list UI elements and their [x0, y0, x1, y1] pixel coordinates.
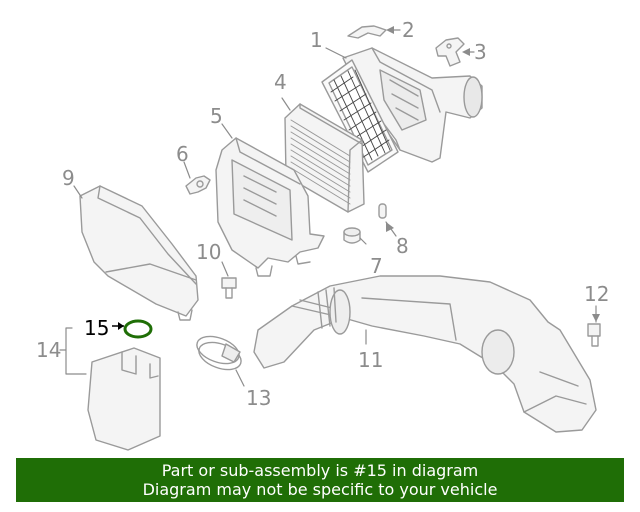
callout-4: 4 [274, 70, 287, 94]
callout-11: 11 [358, 348, 384, 372]
leader-lines [59, 29, 597, 387]
part-6-valve [185, 175, 211, 195]
part-3-sensor [435, 37, 465, 67]
part-7-grommet [343, 227, 361, 244]
part-12-bolt [587, 323, 601, 347]
part-2-clip [347, 25, 387, 39]
callout-3: 3 [474, 40, 487, 64]
callout-9: 9 [62, 166, 75, 190]
part-4-air-filter [284, 103, 365, 213]
callout-15: 15 [84, 316, 110, 340]
callout-5: 5 [210, 104, 223, 128]
leader-arrowheads [386, 26, 600, 322]
part-info-banner: Part or sub-assembly is #15 in diagram D… [16, 458, 624, 502]
part-13-hose-clamp [196, 335, 242, 371]
part-9-intake-duct [79, 185, 199, 321]
callout-14: 14 [36, 338, 62, 362]
parts-diagram [59, 25, 601, 451]
banner-line-1: Part or sub-assembly is #15 in diagram [161, 461, 479, 480]
callout-6: 6 [176, 142, 189, 166]
callout-2: 2 [402, 18, 415, 42]
banner-line-2: Diagram may not be specific to your vehi… [142, 480, 498, 499]
callout-13: 13 [246, 386, 272, 410]
part-14-resonator [87, 347, 161, 451]
callout-12: 12 [584, 282, 610, 306]
part-1-air-cleaner-case [342, 47, 483, 163]
callout-7: 7 [370, 254, 383, 278]
part-15-clamp-ring [112, 319, 153, 339]
callout-1: 1 [310, 28, 323, 52]
part-10-bolt [221, 277, 237, 299]
part-11-intake-hose [253, 275, 597, 433]
callout-10: 10 [196, 240, 222, 264]
part-5-lower-case [215, 137, 325, 277]
part-8-pin [378, 203, 387, 219]
callout-8: 8 [396, 234, 409, 258]
